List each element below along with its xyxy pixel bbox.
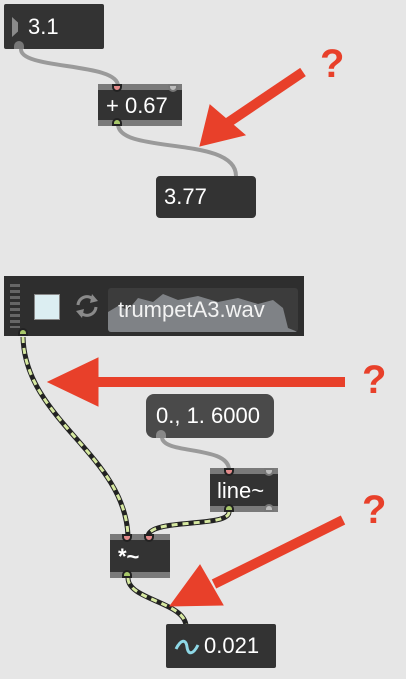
signal-cord: [146, 511, 231, 537]
inlet-right[interactable]: [264, 468, 274, 476]
object-top-bar: [98, 84, 182, 90]
object-bottom-bar: [210, 506, 278, 512]
message-box-text: 0., 1. 6000: [156, 403, 260, 428]
object-top-bar: [110, 534, 170, 540]
multiply-signal-object[interactable]: *~: [110, 534, 170, 578]
patch-cord: [160, 436, 231, 471]
signal-number-value: 0.021: [204, 633, 260, 658]
clip-filename: trumpetA3.wav: [118, 297, 265, 322]
question-mark-3: ?: [362, 488, 387, 532]
arrow-2: [46, 357, 345, 407]
waveform-icon: [108, 294, 298, 332]
inlet-right[interactable]: [144, 534, 154, 542]
object-top-bar: [210, 468, 278, 474]
line-object-label: line~: [217, 478, 265, 503]
outlet[interactable]: [18, 328, 28, 336]
signal-cord: [126, 577, 188, 627]
number-box-value: 3.1: [28, 14, 59, 39]
number-box-output[interactable]: 3.77: [156, 176, 256, 218]
inlet-right[interactable]: [168, 84, 178, 92]
message-box[interactable]: 0., 1. 6000: [146, 394, 274, 438]
signal-cord: [21, 336, 130, 537]
object-bottom-bar: [110, 572, 170, 578]
add-object[interactable]: + 0.67: [98, 84, 182, 126]
object-bottom-bar: [98, 120, 182, 126]
number-box-output-value: 3.77: [164, 184, 207, 209]
inlet-left[interactable]: [224, 468, 234, 476]
outlet[interactable]: [112, 118, 122, 126]
number-triangle-icon: [12, 17, 18, 37]
outlet[interactable]: [122, 570, 132, 578]
number-box-input[interactable]: 3.1: [4, 4, 104, 49]
multiply-object-label: *~: [118, 544, 140, 569]
drag-handle[interactable]: [10, 284, 20, 328]
clip-area[interactable]: trumpetA3.wav: [108, 288, 298, 332]
inlet-left[interactable]: [122, 534, 132, 542]
question-mark-2: ?: [362, 358, 387, 402]
outlet-left[interactable]: [224, 504, 234, 512]
loop-icon[interactable]: [72, 291, 102, 321]
signal-tilde-icon: [174, 639, 200, 655]
outlet-right[interactable]: [264, 504, 274, 512]
signal-number-box[interactable]: 0.021: [166, 624, 276, 668]
outlet[interactable]: [14, 41, 24, 49]
patch-cord: [18, 48, 120, 87]
question-mark-1: ?: [320, 42, 345, 86]
add-object-label: + 0.67: [106, 93, 168, 118]
line-object[interactable]: line~: [210, 468, 278, 512]
outlet[interactable]: [156, 430, 166, 438]
select-checkbox[interactable]: [34, 294, 60, 320]
arrow-1: [199, 67, 306, 147]
patch-cord: [116, 123, 238, 177]
inlet-left[interactable]: [112, 84, 122, 92]
arrow-3: [169, 515, 346, 607]
playlist-player[interactable]: trumpetA3.wav: [4, 276, 304, 336]
